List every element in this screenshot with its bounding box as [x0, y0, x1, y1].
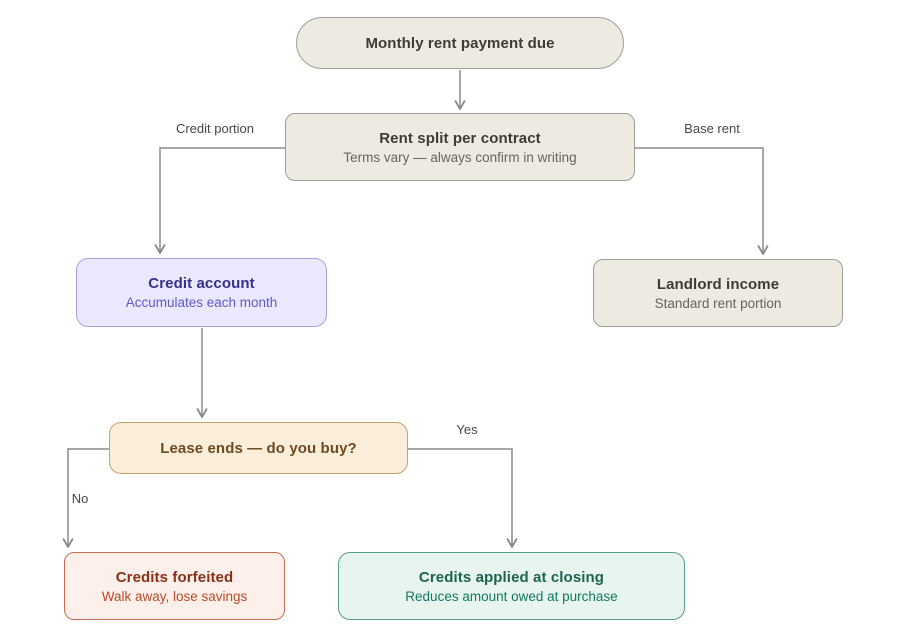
node-title: Credits forfeited [115, 568, 234, 586]
edge-label-yes: Yes [456, 422, 478, 437]
node-landlord-income: Landlord income Standard rent portion [593, 259, 843, 327]
node-subtitle: Terms vary — always confirm in writing [343, 149, 577, 165]
edge-decision-yes [408, 448, 518, 548]
node-credit-account: Credit account Accumulates each month [76, 258, 327, 327]
node-subtitle: Walk away, lose savings [101, 588, 248, 604]
edge-label-no: No [71, 491, 89, 506]
node-credits-forfeited: Credits forfeited Walk away, lose saving… [64, 552, 285, 620]
edge-label-credit-portion: Credit portion [175, 121, 255, 136]
node-title: Landlord income [656, 275, 780, 293]
node-monthly-rent-payment-due: Monthly rent payment due [296, 17, 624, 69]
node-lease-ends-decision: Lease ends — do you buy? [109, 422, 408, 474]
node-credits-applied-at-closing: Credits applied at closing Reduces amoun… [338, 552, 685, 620]
node-title: Rent split per contract [379, 129, 541, 147]
node-subtitle: Standard rent portion [654, 295, 782, 311]
edge-decision-no [62, 448, 109, 548]
node-rent-split-per-contract: Rent split per contract Terms vary — alw… [285, 113, 635, 181]
edge-split-to-landlord-income [635, 147, 769, 255]
node-title: Credit account [148, 275, 255, 292]
edge-split-to-credit-account [154, 147, 285, 254]
node-title: Lease ends — do you buy? [160, 439, 357, 457]
node-subtitle: Accumulates each month [125, 295, 278, 310]
edge-label-base-rent: Base rent [684, 121, 740, 136]
node-title: Monthly rent payment due [365, 34, 555, 52]
node-title: Credits applied at closing [418, 568, 605, 586]
node-subtitle: Reduces amount owed at purchase [405, 588, 618, 604]
